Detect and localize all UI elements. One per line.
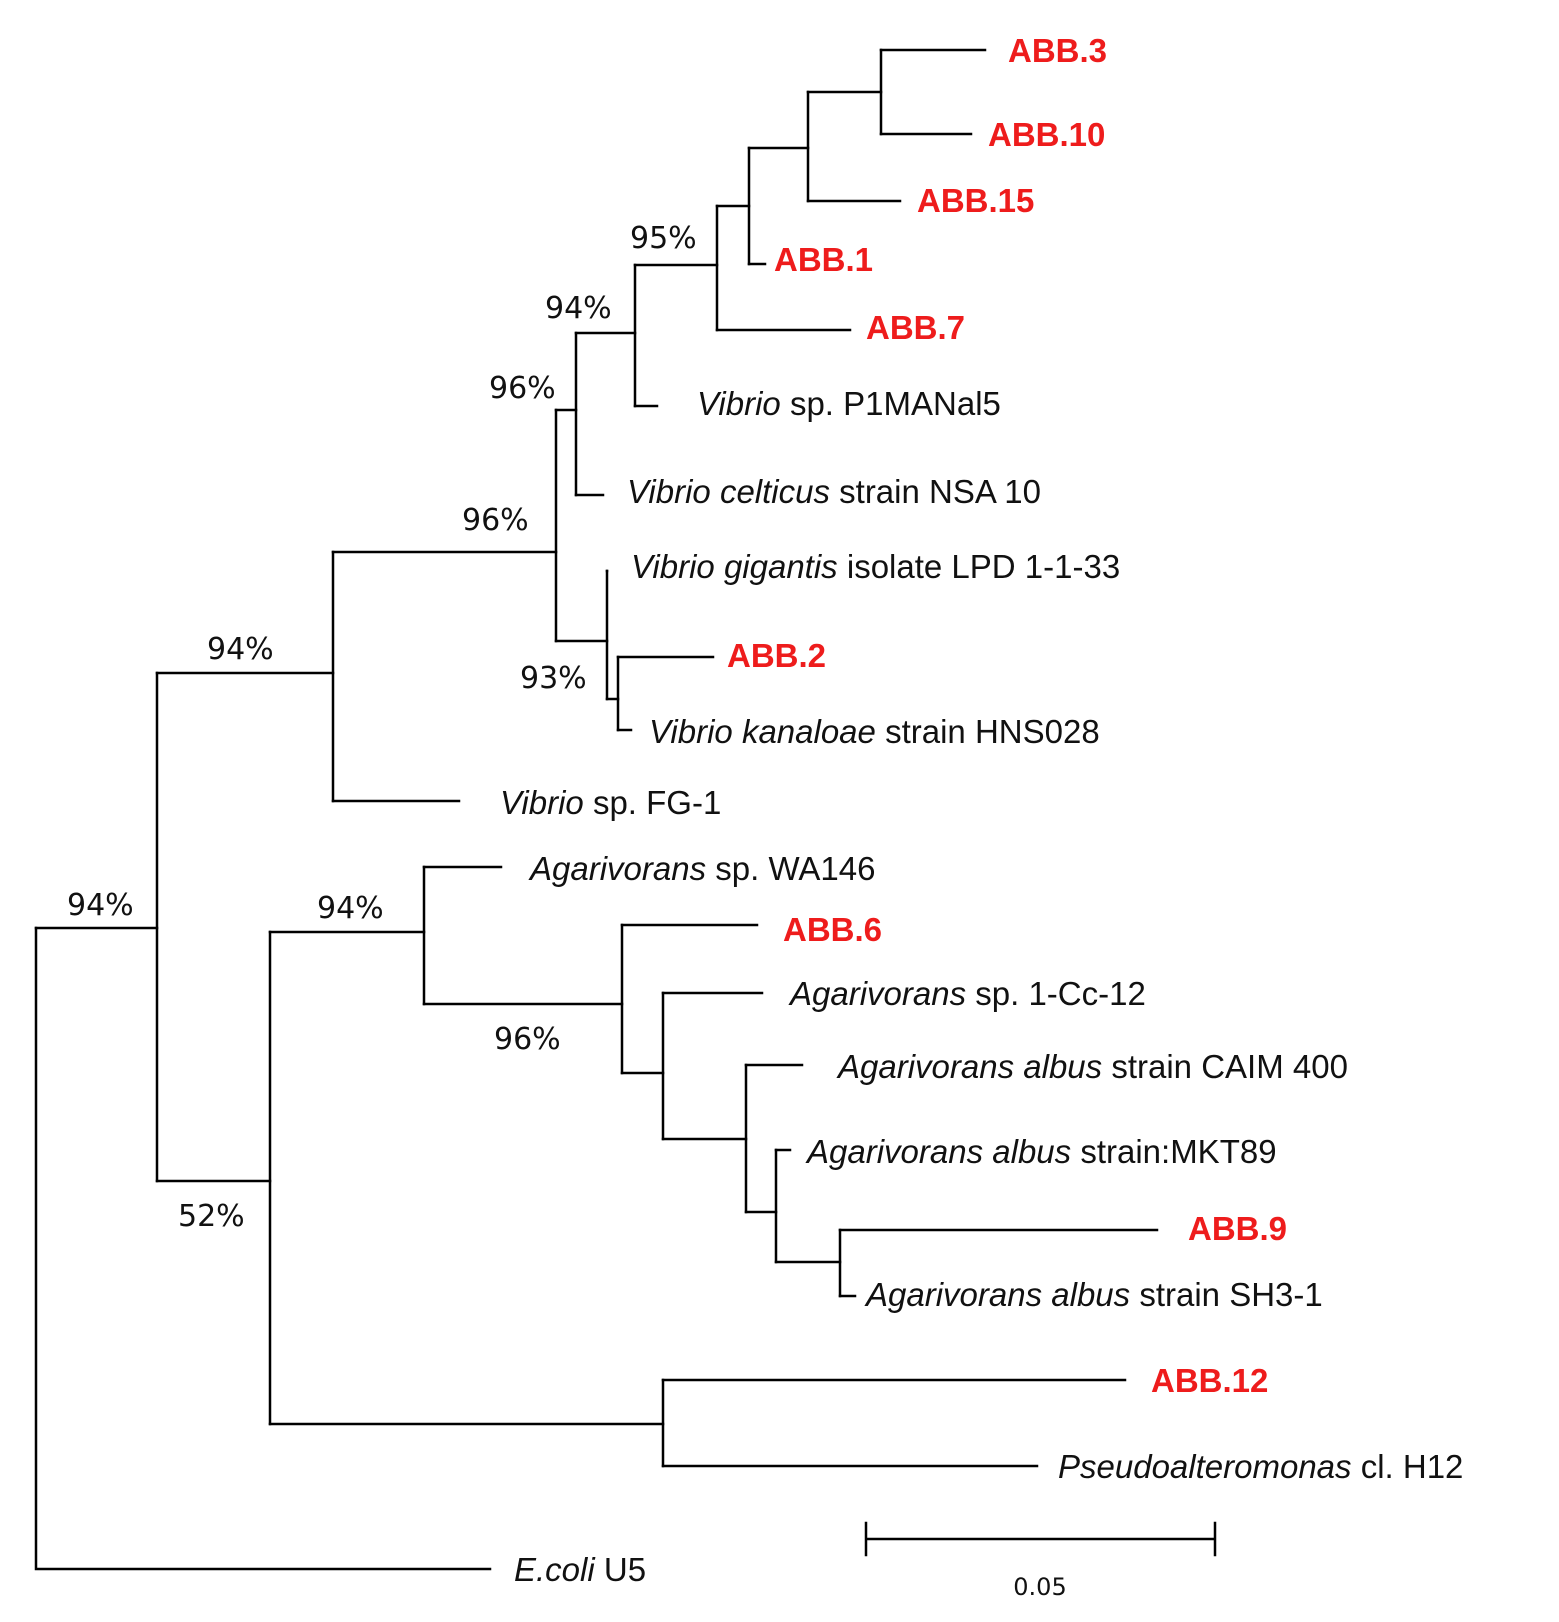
support-value: 95% bbox=[630, 221, 697, 256]
leaf-vibrio-gigantis: Vibrio gigantis isolate LPD 1-1-33 bbox=[631, 548, 1120, 585]
leaf-strain: isolate LPD 1-1-33 bbox=[838, 548, 1120, 585]
leaf-genus: E.coli bbox=[514, 1551, 596, 1588]
leaf-abb9: ABB.9 bbox=[1188, 1210, 1287, 1247]
leaf-strain: strain CAIM 400 bbox=[1102, 1048, 1348, 1085]
leaf-strain: strain NSA 10 bbox=[830, 473, 1041, 510]
leaf-strain: cl. H12 bbox=[1352, 1448, 1464, 1485]
leaf-vibrio-fg1: Vibrio sp. FG-1 bbox=[500, 784, 721, 821]
leaf-strain: sp. P1MANal5 bbox=[781, 385, 1001, 422]
leaf-strain: strain HNS028 bbox=[876, 713, 1100, 750]
leaf-agarivorans-cc12: Agarivorans sp. 1-Cc-12 bbox=[788, 975, 1146, 1012]
support-value: 94% bbox=[545, 291, 612, 326]
leaf-abb3: ABB.3 bbox=[1008, 32, 1107, 69]
leaf-strain: strain:MKT89 bbox=[1071, 1133, 1276, 1170]
leaf-genus: Vibrio bbox=[500, 784, 584, 821]
support-value: 94% bbox=[67, 888, 134, 923]
leaf-agarivorans-wa146: Agarivorans sp. WA146 bbox=[528, 850, 875, 887]
leaf-pseudoalteromonas-h12: Pseudoalteromonas cl. H12 bbox=[1058, 1448, 1463, 1485]
leaf-strain: sp. 1-Cc-12 bbox=[966, 975, 1146, 1012]
support-values: 95% 94% 96% 96% 93% 94% 94% 94% 96% 52% bbox=[67, 221, 697, 1234]
branch-root bbox=[34, 926, 492, 1571]
leaf-genus: Agarivorans albus bbox=[836, 1048, 1102, 1085]
leaf-genus: Agarivorans bbox=[528, 850, 706, 887]
support-value: 52% bbox=[178, 1199, 245, 1234]
leaf-vibrio-p1manal5: Vibrio sp. P1MANal5 bbox=[697, 385, 1001, 422]
leaf-genus: Agarivorans albus bbox=[805, 1133, 1071, 1170]
leaf-abb1: ABB.1 bbox=[774, 241, 873, 278]
leaf-abb7: ABB.7 bbox=[866, 309, 965, 346]
leaf-abb12: ABB.12 bbox=[1151, 1362, 1268, 1399]
support-value: 94% bbox=[317, 891, 384, 926]
leaf-genus: Vibrio gigantis bbox=[631, 548, 838, 585]
leaf-agarivorans-caim400: Agarivorans albus strain CAIM 400 bbox=[836, 1048, 1348, 1085]
leaf-strain: strain SH3-1 bbox=[1130, 1276, 1323, 1313]
leaf-strain: sp. FG-1 bbox=[584, 784, 722, 821]
leaf-agarivorans-mkt89: Agarivorans albus strain:MKT89 bbox=[805, 1133, 1277, 1170]
leaf-genus: Vibrio celticus bbox=[627, 473, 830, 510]
leaf-genus: Agarivorans albus bbox=[864, 1276, 1130, 1313]
scale-bar-line bbox=[864, 1521, 1217, 1557]
tree-branches bbox=[34, 48, 1159, 1571]
scale-bar-label: 0.05 bbox=[1013, 1573, 1066, 1601]
leaf-vibrio-celticus: Vibrio celticus strain NSA 10 bbox=[627, 473, 1041, 510]
leaf-agarivorans-sh31: Agarivorans albus strain SH3-1 bbox=[864, 1276, 1323, 1313]
support-value: 96% bbox=[462, 503, 529, 538]
support-value: 94% bbox=[207, 632, 274, 667]
leaf-strain: U5 bbox=[595, 1551, 646, 1588]
support-value: 93% bbox=[520, 661, 587, 696]
leaf-abb10: ABB.10 bbox=[988, 116, 1105, 153]
scale-bar: 0.05 bbox=[864, 1521, 1217, 1601]
support-value: 96% bbox=[489, 371, 556, 406]
leaf-genus: Vibrio bbox=[697, 385, 781, 422]
leaf-strain: sp. WA146 bbox=[706, 850, 875, 887]
leaf-genus: Vibrio kanaloae bbox=[649, 713, 876, 750]
leaf-abb6: ABB.6 bbox=[783, 911, 882, 948]
leaf-abb15: ABB.15 bbox=[917, 182, 1034, 219]
leaf-vibrio-kanaloae: Vibrio kanaloae strain HNS028 bbox=[649, 713, 1100, 750]
leaf-genus: Pseudoalteromonas bbox=[1058, 1448, 1352, 1485]
leaf-genus: Agarivorans bbox=[788, 975, 966, 1012]
support-value: 96% bbox=[494, 1022, 561, 1057]
leaf-labels: ABB.3 ABB.10 ABB.15 ABB.1 ABB.7 Vibrio s… bbox=[500, 32, 1463, 1588]
leaf-abb2: ABB.2 bbox=[727, 637, 826, 674]
leaf-ecoli-u5: E.coli U5 bbox=[514, 1551, 646, 1588]
